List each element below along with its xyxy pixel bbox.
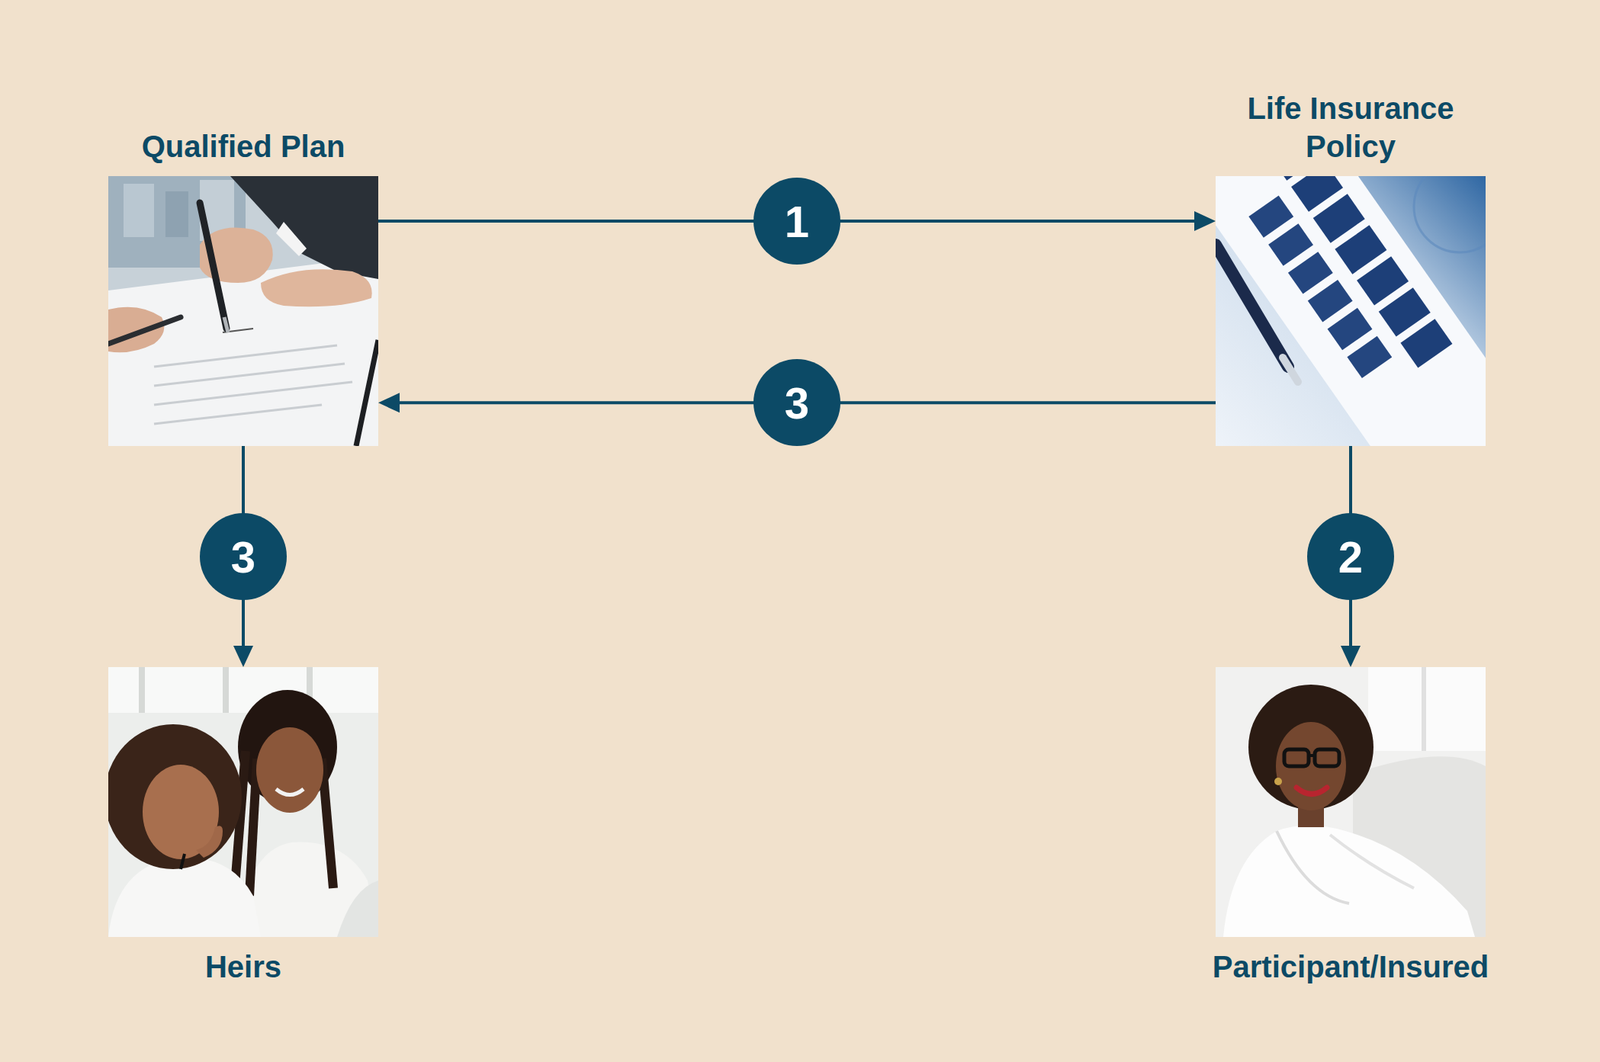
box-heading: Life Insurance Policy bbox=[1205, 89, 1496, 166]
policy-photo bbox=[1215, 176, 1486, 447]
participant-scene bbox=[1215, 667, 1486, 938]
signing-scene bbox=[108, 176, 379, 447]
heirs-photo bbox=[108, 667, 379, 938]
participant-photo-box: Participant/Insured bbox=[1215, 667, 1486, 938]
box-label: Life Insurance Policy bbox=[1205, 89, 1496, 166]
arrow-head bbox=[233, 645, 254, 668]
box-label: Qualified Plan bbox=[141, 127, 346, 166]
callout-number: 2 bbox=[1307, 513, 1395, 601]
arrow-head bbox=[1340, 645, 1361, 668]
box-heading: Participant/Insured bbox=[1212, 947, 1489, 987]
callout-number: 3 bbox=[753, 359, 841, 447]
heirs-scene bbox=[108, 667, 379, 938]
box-label: Heirs bbox=[205, 947, 282, 987]
callout-number: 1 bbox=[753, 177, 841, 265]
arrow-head bbox=[1194, 211, 1216, 232]
policy-photo-box: Life Insurance Policy bbox=[1215, 176, 1486, 447]
callout-number: 3 bbox=[199, 513, 287, 601]
arrow-head bbox=[378, 392, 400, 413]
heirs-photo-box: Heirs bbox=[108, 667, 379, 938]
box-heading: Heirs bbox=[205, 947, 282, 987]
signing-photo bbox=[108, 176, 379, 447]
box-heading: Qualified Plan bbox=[141, 127, 346, 166]
plan-photo-box: Qualified Plan bbox=[108, 176, 379, 447]
box-label: Participant/Insured bbox=[1212, 947, 1489, 987]
participant-photo bbox=[1215, 667, 1486, 938]
policy-scene bbox=[1215, 176, 1486, 447]
